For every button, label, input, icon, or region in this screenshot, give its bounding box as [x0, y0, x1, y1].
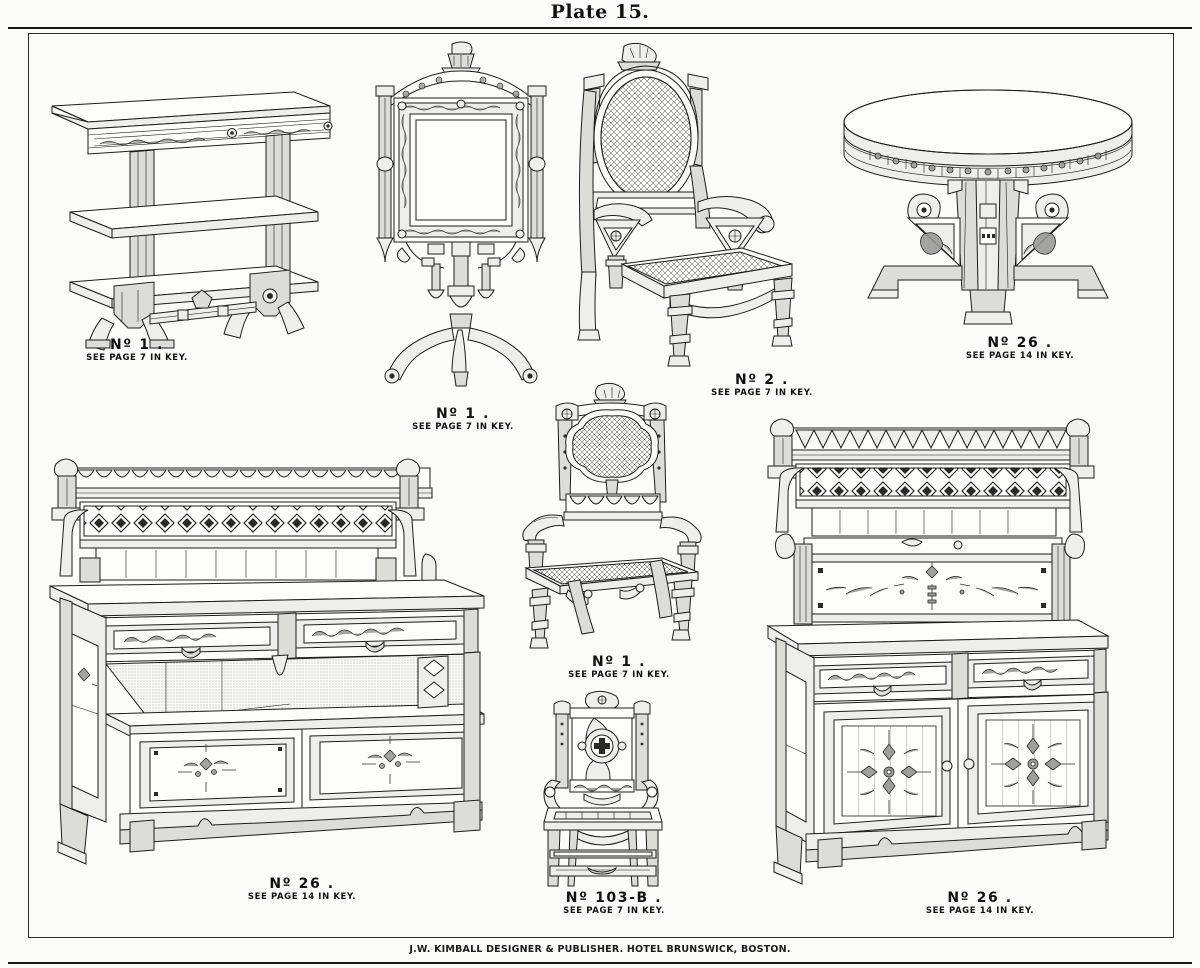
page-title: Plate 15.	[550, 1, 650, 23]
caption-quatrefoil-armchair: Nº 1 . SEE PAGE 7 IN KEY.	[568, 654, 670, 681]
figure-quatrefoil-armchair	[512, 382, 712, 652]
figure-sideboard-left	[44, 446, 514, 876]
figure-fire-screen	[366, 41, 556, 392]
figure-round-center-table	[838, 84, 1138, 334]
publisher-imprint: J.W. KIMBALL DESIGNER & PUBLISHER. HOTEL…	[409, 944, 791, 955]
bottom-rule	[8, 962, 1192, 964]
figure-sideboard-right	[762, 414, 1112, 885]
caption-sideboard-right: Nº 26 . SEE PAGE 14 IN KEY.	[925, 890, 1035, 917]
caption-oval-back-armchair: Nº 2 . SEE PAGE 7 IN KEY.	[711, 372, 813, 399]
caption-etagere-side-table: Nº 1 . SEE PAGE 7 IN KEY.	[86, 337, 188, 364]
figure-oval-back-armchair	[577, 42, 808, 372]
caption-round-center-table: Nº 26 . SEE PAGE 14 IN KEY.	[965, 335, 1075, 362]
figure-high-chair	[526, 688, 686, 888]
top-rule	[8, 27, 1192, 29]
plate-border	[28, 33, 1174, 938]
caption-fire-screen: Nº 1 . SEE PAGE 7 IN KEY.	[412, 406, 514, 433]
caption-sideboard-left: Nº 26 . SEE PAGE 14 IN KEY.	[247, 876, 357, 903]
caption-high-chair: Nº 103-B . SEE PAGE 7 IN KEY.	[563, 890, 665, 917]
figure-etagere-side-table	[42, 82, 342, 351]
